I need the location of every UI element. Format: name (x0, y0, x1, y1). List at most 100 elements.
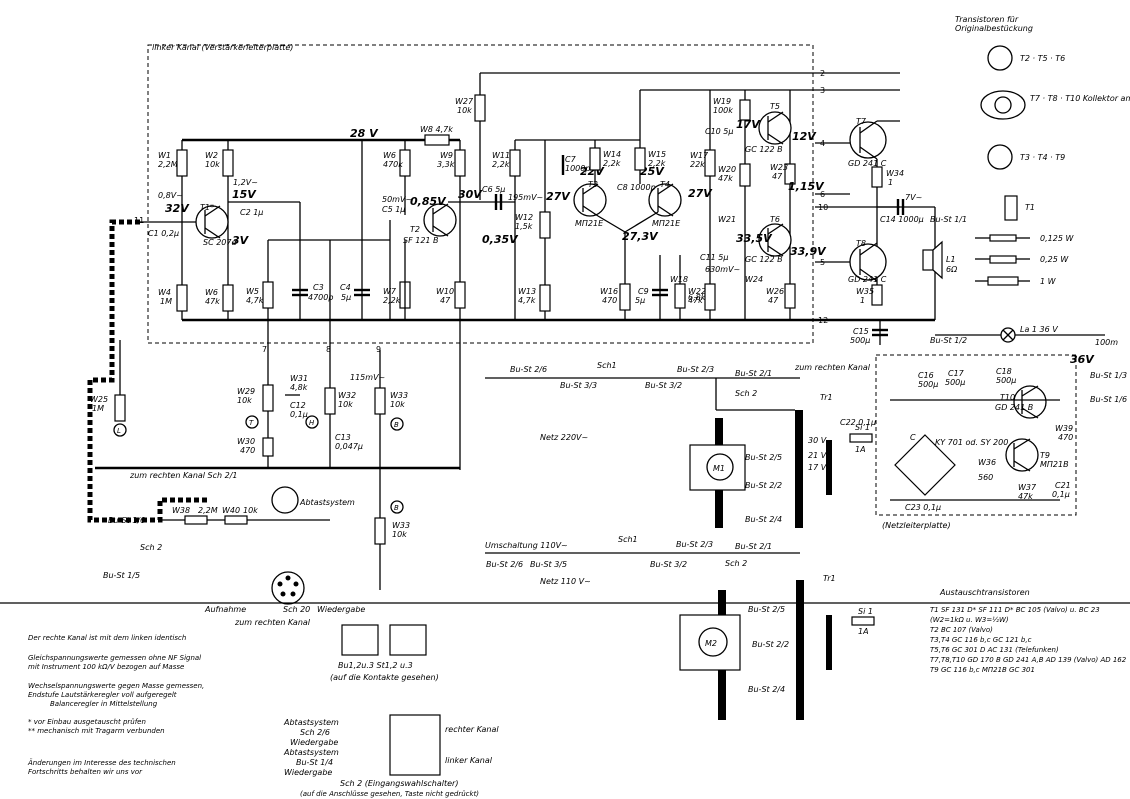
w17-label: W17 (690, 151, 709, 160)
bu-st-2-4-b: Bu-St 2/4 (748, 685, 785, 694)
w6b-label: W6 (383, 151, 396, 160)
t1-emitter (204, 227, 221, 239)
w9-label: W9 (440, 151, 453, 160)
w29-value: 10k (237, 396, 252, 405)
transistor-t7 (849, 121, 887, 159)
lamp-label: La 1 36 V (1020, 325, 1058, 334)
transistor-t5 (758, 111, 792, 145)
v-21v-mains: 21 V (808, 451, 827, 460)
switch-110-label: Umschaltung 110V~ (485, 541, 568, 550)
transformer-core-220-b (795, 410, 803, 528)
bu-st-2-6-b: Bu-St 2/6 (486, 560, 523, 569)
transistor-t3 (573, 183, 607, 217)
t10-collector (1021, 385, 1039, 397)
c12-value: 0,1μ (290, 410, 308, 419)
t8-type: GD 241 C (848, 275, 887, 284)
v-1-2v: 1,2V~ (233, 178, 258, 187)
din-pin-4 (280, 591, 286, 597)
bu-st-1-1: Bu-St 1/1 (930, 215, 967, 224)
net-110-label: Netz 110 V~ (540, 577, 591, 586)
replacement-line-3: T2 BC 107 (Valvo) (930, 626, 993, 634)
shielded-cable (87, 219, 210, 523)
transistor-t2 (423, 203, 457, 237)
replacement-line-2: (W2=1kΩ u. W3=½W) (930, 616, 1009, 624)
pot-marker-t (245, 415, 259, 429)
t9-type: MП21B (1040, 460, 1069, 469)
w5-value: 4,7k (246, 296, 264, 305)
resistor-w16 (619, 283, 631, 311)
input-selector-rows: Abtastsystem Sch 2/6 Wiedergabe Abtastsy… (283, 718, 339, 777)
fuse-si1-bottom (851, 616, 875, 626)
pot-w33 (374, 387, 386, 415)
t4-label: T4 (660, 180, 670, 189)
t9-label: T9 (1040, 451, 1050, 460)
record-label: Aufnahme (204, 605, 246, 614)
c23-label: C23 0,1μ (905, 503, 941, 512)
selector-row-4: Abtastsystem (283, 748, 339, 757)
pot-w33b (374, 517, 386, 545)
v-33-5v: 33,5V (736, 232, 773, 245)
c17-value: 500μ (945, 378, 965, 387)
tr1-label-110: Tr1 (823, 574, 836, 583)
selector-row-2: Sch 2/6 (300, 728, 330, 737)
motor-m1-label: M1 (713, 464, 725, 473)
pot-marker-h-text: H (309, 419, 315, 427)
resistor-w14 (589, 147, 601, 171)
c7-value: 1000p (565, 164, 590, 173)
w33-value: 10k (390, 400, 405, 409)
pinout-power-inner (994, 96, 1012, 114)
resistor-w17 (704, 149, 716, 177)
note-9: Änderungen im Interesse des technischen (27, 758, 176, 767)
terminal-4: 4 (820, 139, 825, 148)
bu-st-2-2-a: Bu-St 2/2 (745, 481, 782, 490)
speaker-cone (932, 240, 943, 280)
resistor-w18 (674, 283, 686, 309)
w5-label: W5 (246, 287, 259, 296)
t9-emitter (1013, 460, 1031, 472)
w23-label: W23 (770, 163, 788, 172)
terminal-9: 9 (376, 345, 381, 354)
resistor-w6b (399, 149, 411, 177)
v-7v: 7V~ (905, 193, 922, 202)
resistor-w15 (634, 147, 646, 171)
w32-label: W32 (338, 391, 356, 400)
pinout-medium-icon (987, 144, 1013, 170)
t3-type: MП21E (575, 219, 604, 228)
selector-row-5: Bu-St 1/4 (296, 758, 333, 767)
v-630mv: 630mV~ (705, 265, 740, 274)
c3-label: C3 (313, 283, 324, 292)
transistor-t6 (758, 223, 792, 257)
resistor-w23 (784, 163, 796, 185)
w16-value: 470 (602, 296, 617, 305)
w15-value: 2,2k (648, 159, 666, 168)
speaker-value: 6Ω (946, 265, 958, 274)
resistor-w8 (424, 134, 450, 146)
speaker-id: L1 (946, 255, 956, 264)
fuse-si1-bottom-label: Si 1 (858, 607, 873, 616)
w15-label: W15 (648, 150, 666, 159)
fuse-si1-top (849, 433, 873, 443)
w38-value: 2,2M (198, 506, 218, 515)
w26-value: 47 (768, 296, 779, 305)
w33-label: W33 (390, 391, 408, 400)
w18-label: W18 (670, 275, 688, 284)
bridge-rectifier (894, 434, 956, 496)
sch2-220: Sch 2 (735, 389, 757, 398)
note-5: Endstufe Lautstärkeregler voll aufgerege… (28, 691, 177, 699)
transistors-header-2: Originalbestückung (955, 24, 1033, 33)
w11-label: W11 (492, 151, 510, 160)
w36-value: 560 (978, 473, 993, 482)
t5-label: T5 (770, 102, 780, 111)
resistor-w30 (262, 437, 274, 457)
c6-label: C6 5μ (482, 185, 505, 194)
resistor-w40 (224, 515, 248, 525)
pinout-flat-label: T1 (1025, 203, 1035, 212)
t6-label: T6 (770, 215, 780, 224)
w6-label: W6 (205, 288, 218, 297)
t1-type: SC 207d (203, 238, 237, 247)
t5-emitter (767, 133, 784, 145)
w22-value: 47k (688, 296, 703, 305)
w25-value: 1M (92, 404, 104, 413)
c9-label: C9 (638, 287, 649, 296)
